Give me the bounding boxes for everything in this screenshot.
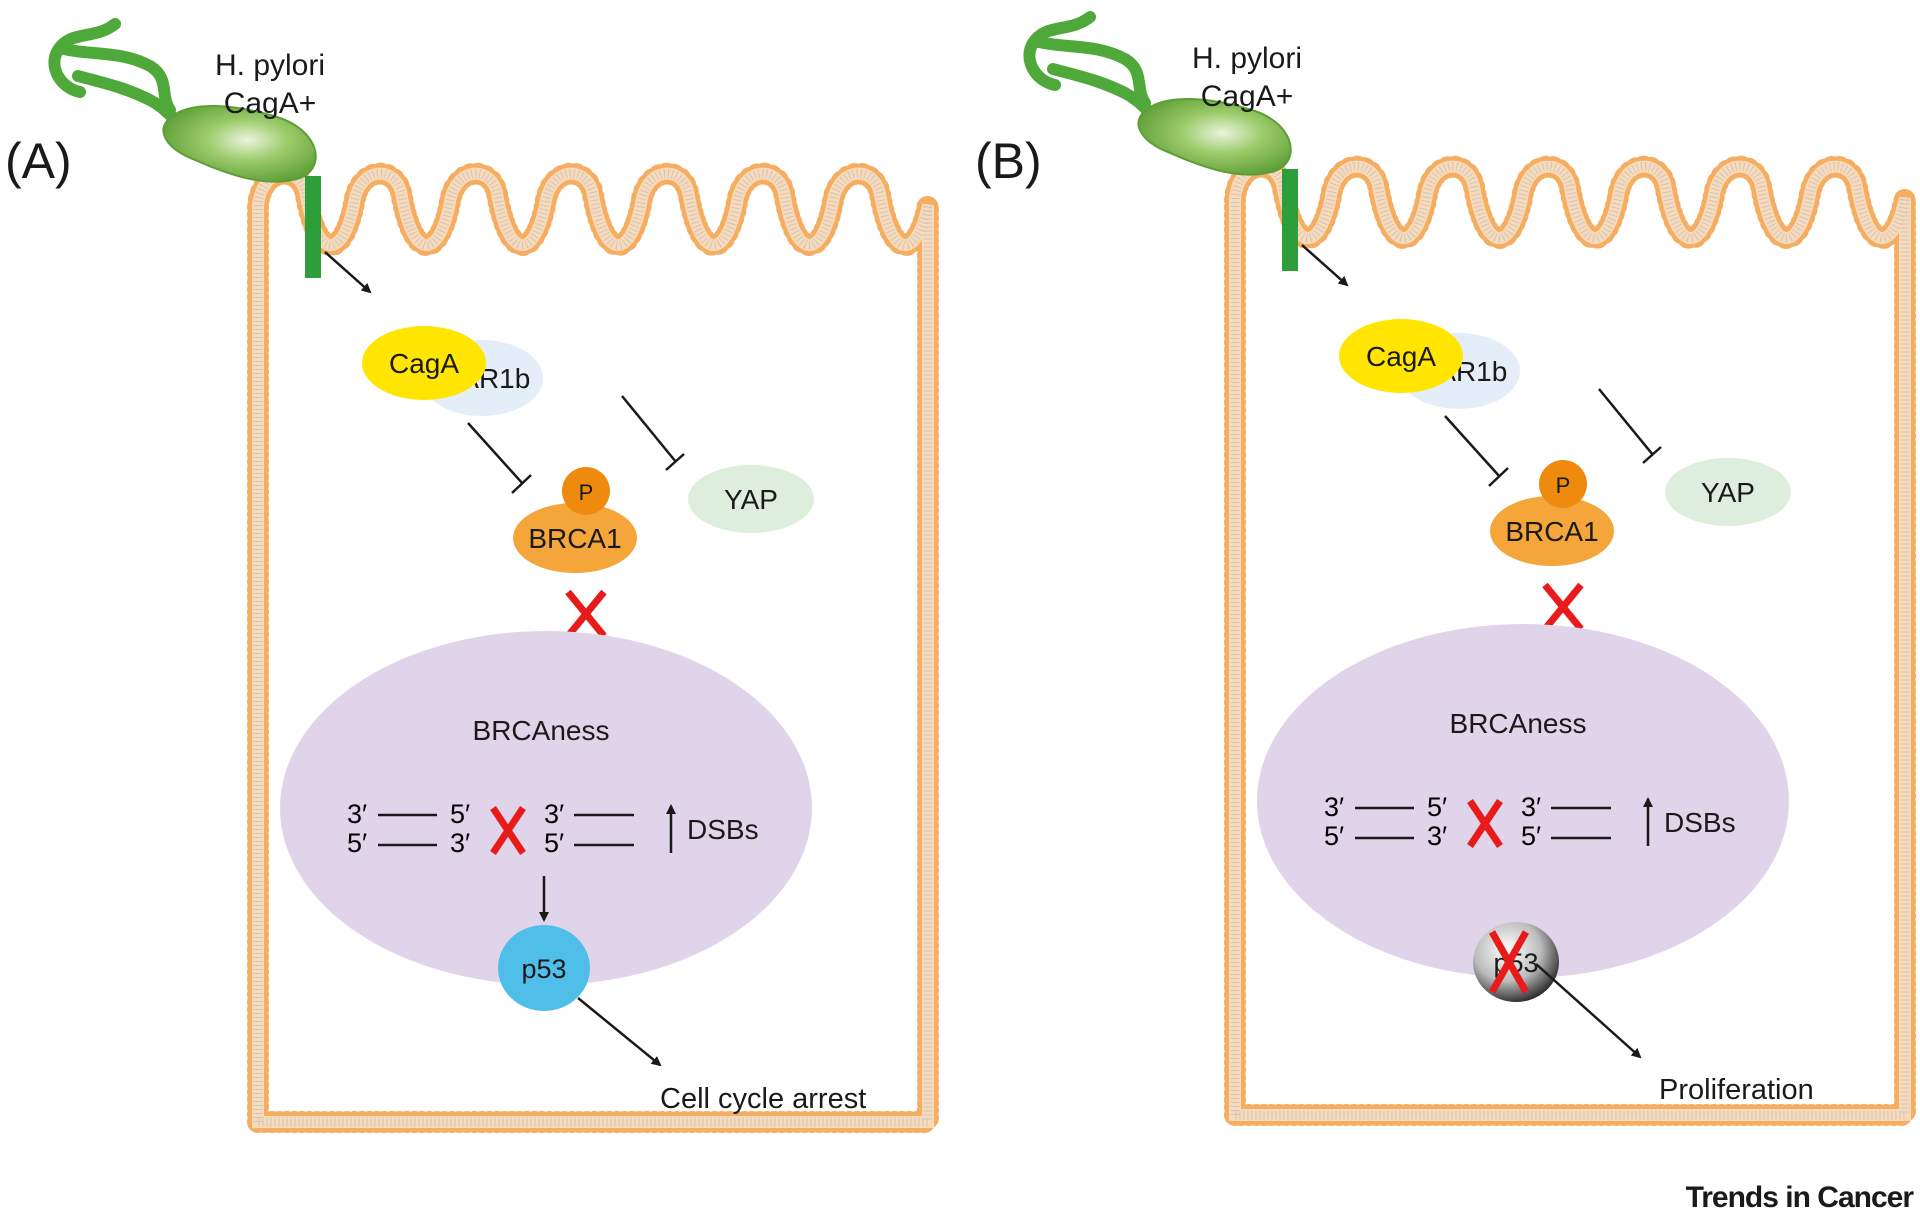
dna-end-label: 5′	[1427, 792, 1447, 822]
dsbs-label: DSBs	[687, 814, 759, 845]
yap-label: YAP	[1701, 477, 1755, 508]
inhibit-bar	[511, 474, 532, 494]
brca1-label: BRCA1	[1505, 516, 1598, 547]
inhibit-bar	[665, 453, 685, 471]
block-x	[565, 589, 607, 639]
h-pylori-bacterium	[48, 18, 321, 278]
injection-arrow	[324, 251, 372, 294]
brca1-node	[1490, 496, 1614, 566]
panel-a: (A) H. pylori CagA+ PAR1b CagA	[5, 18, 939, 1133]
caga-node	[362, 326, 486, 400]
yap-node	[688, 465, 814, 533]
break-x	[490, 806, 526, 855]
outcome-arrow	[577, 997, 662, 1067]
outcome-label: Cell cycle arrest	[660, 1083, 866, 1115]
dna-end-label: 3′	[1324, 792, 1344, 822]
p53-lost-x	[1488, 930, 1530, 994]
phospho-label: P	[579, 480, 594, 505]
dna-end-label: 5′	[1521, 821, 1541, 851]
caga-node	[1339, 319, 1463, 393]
bacterium-strain: CagA+	[224, 87, 317, 120]
bacterium-name: H. pylori	[1192, 42, 1302, 75]
bilayer-core	[1229, 160, 1911, 1121]
nucleus	[280, 631, 812, 985]
outcome-arrow	[1535, 963, 1642, 1059]
dna-end-label: 3′	[450, 828, 470, 858]
injection-channel	[305, 176, 321, 278]
caga-inhibits-brca1	[1444, 415, 1501, 478]
break-x	[1467, 799, 1503, 848]
dna-end-label: 5′	[1324, 821, 1344, 851]
inhibit-bar	[1488, 467, 1509, 487]
dna-double-strand-break: 3′ 5′ 5′ 3′ 3′ 5′	[347, 799, 634, 858]
p53-label: p53	[521, 954, 566, 984]
block-x	[1542, 582, 1584, 632]
h-pylori-bacterium	[1023, 11, 1298, 271]
phospho-group	[1539, 460, 1587, 508]
dna-end-label: 5′	[544, 828, 564, 858]
p53-node	[498, 925, 590, 1011]
bacterium-name: H. pylori	[215, 49, 325, 82]
panel-label: (A)	[5, 133, 72, 189]
dna-end-label: 3′	[347, 799, 367, 829]
dna-end-label: 5′	[450, 799, 470, 829]
bilayer-core	[252, 167, 934, 1128]
bacterium-strain: CagA+	[1201, 80, 1294, 113]
yap-label: YAP	[724, 484, 778, 515]
nucleus	[1257, 624, 1789, 978]
phospho-group	[562, 467, 610, 515]
panel-label: (B)	[975, 133, 1042, 189]
par1b-inhibits-yap	[1598, 388, 1654, 456]
injection-arrow	[1301, 244, 1349, 287]
journal-logo: Trends in Cancer	[1686, 1181, 1915, 1214]
dsbs-label: DSBs	[1664, 807, 1736, 838]
panel-b: (B) H. pylori CagA+ PAR1b CagA YAP	[975, 11, 1916, 1126]
caga-label: CagA	[389, 348, 459, 379]
outcome-label: Proliferation	[1659, 1074, 1814, 1106]
phospho-label: P	[1556, 473, 1571, 498]
dna-end-label: 3′	[544, 799, 564, 829]
brca1-label: BRCA1	[528, 523, 621, 554]
dna-double-strand-break: 3′ 5′ 5′ 3′ 3′ 5′	[1324, 792, 1611, 851]
caga-label: CagA	[1366, 341, 1436, 372]
dna-end-label: 3′	[1521, 792, 1541, 822]
caga-inhibits-brca1	[467, 422, 524, 485]
dna-end-label: 5′	[347, 828, 367, 858]
dna-end-label: 3′	[1427, 821, 1447, 851]
injection-channel	[1282, 169, 1298, 271]
inhibit-bar	[1642, 446, 1662, 464]
brca1-node	[513, 503, 637, 573]
yap-node	[1665, 458, 1791, 526]
par1b-inhibits-yap	[621, 395, 677, 463]
nucleus-title: BRCAness	[473, 715, 610, 746]
nucleus-title: BRCAness	[1450, 708, 1587, 739]
